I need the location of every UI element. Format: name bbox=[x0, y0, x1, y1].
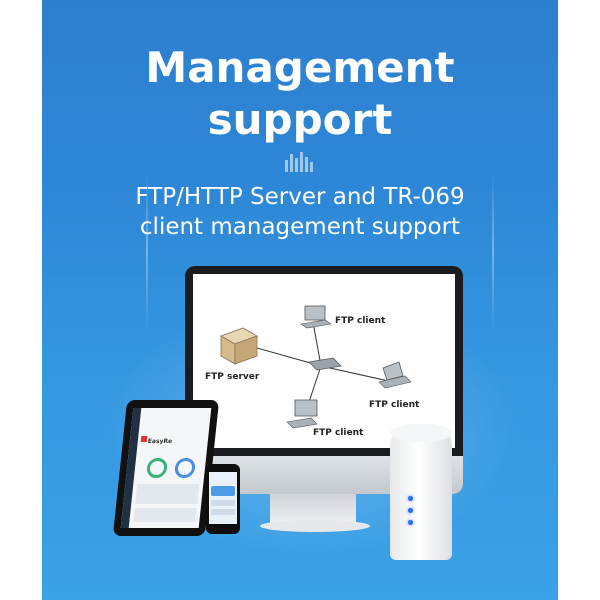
monitor-screen: FTP server FTP client FTP client FTP cli… bbox=[193, 274, 455, 448]
client-label: FTP client bbox=[313, 428, 364, 438]
tablet-screen: EasyRe bbox=[120, 408, 212, 528]
switch-icon bbox=[308, 357, 342, 371]
client-label: FTP client bbox=[369, 400, 420, 410]
tablet-device: EasyRe bbox=[112, 400, 220, 536]
light-streak bbox=[146, 170, 148, 330]
router-top bbox=[390, 424, 452, 442]
phone-screen bbox=[209, 472, 237, 524]
status-led-icon bbox=[408, 496, 413, 501]
status-led-icon bbox=[408, 508, 413, 513]
gauge-icon bbox=[145, 458, 169, 478]
client-label: FTP client bbox=[335, 316, 386, 326]
laptop-icon bbox=[378, 361, 412, 389]
gauge-icon bbox=[173, 458, 197, 478]
connection-line bbox=[320, 365, 394, 383]
tablet-app-title: EasyRe bbox=[147, 438, 173, 445]
server-box-icon bbox=[220, 327, 258, 365]
subheadline-line-2: client management support bbox=[139, 214, 461, 240]
connection-line bbox=[312, 321, 322, 367]
subheadline-line-1: FTP/HTTP Server and TR-069 bbox=[135, 184, 465, 210]
headline-line-2: support bbox=[207, 95, 393, 144]
phone-row bbox=[211, 500, 235, 506]
monitor-base bbox=[260, 520, 370, 532]
headline-line-1: Management bbox=[145, 43, 455, 92]
phone-row bbox=[211, 509, 235, 515]
network-diagram bbox=[220, 305, 412, 429]
light-streak bbox=[492, 170, 494, 330]
computer-icon bbox=[300, 305, 332, 329]
promo-banner: Management support FTP/HTTP Server and T… bbox=[42, 0, 558, 600]
app-logo-icon bbox=[140, 436, 148, 442]
status-led-icon bbox=[408, 520, 413, 525]
monitor-stand bbox=[270, 494, 356, 524]
computer-icon bbox=[286, 399, 318, 429]
phone-header bbox=[211, 486, 235, 496]
bar-chart-icon bbox=[285, 152, 313, 172]
server-label: FTP server bbox=[205, 372, 260, 382]
router-device bbox=[390, 424, 452, 560]
smartphone-device bbox=[206, 464, 240, 534]
tablet-panel bbox=[135, 484, 200, 504]
tablet-panel bbox=[133, 508, 197, 522]
